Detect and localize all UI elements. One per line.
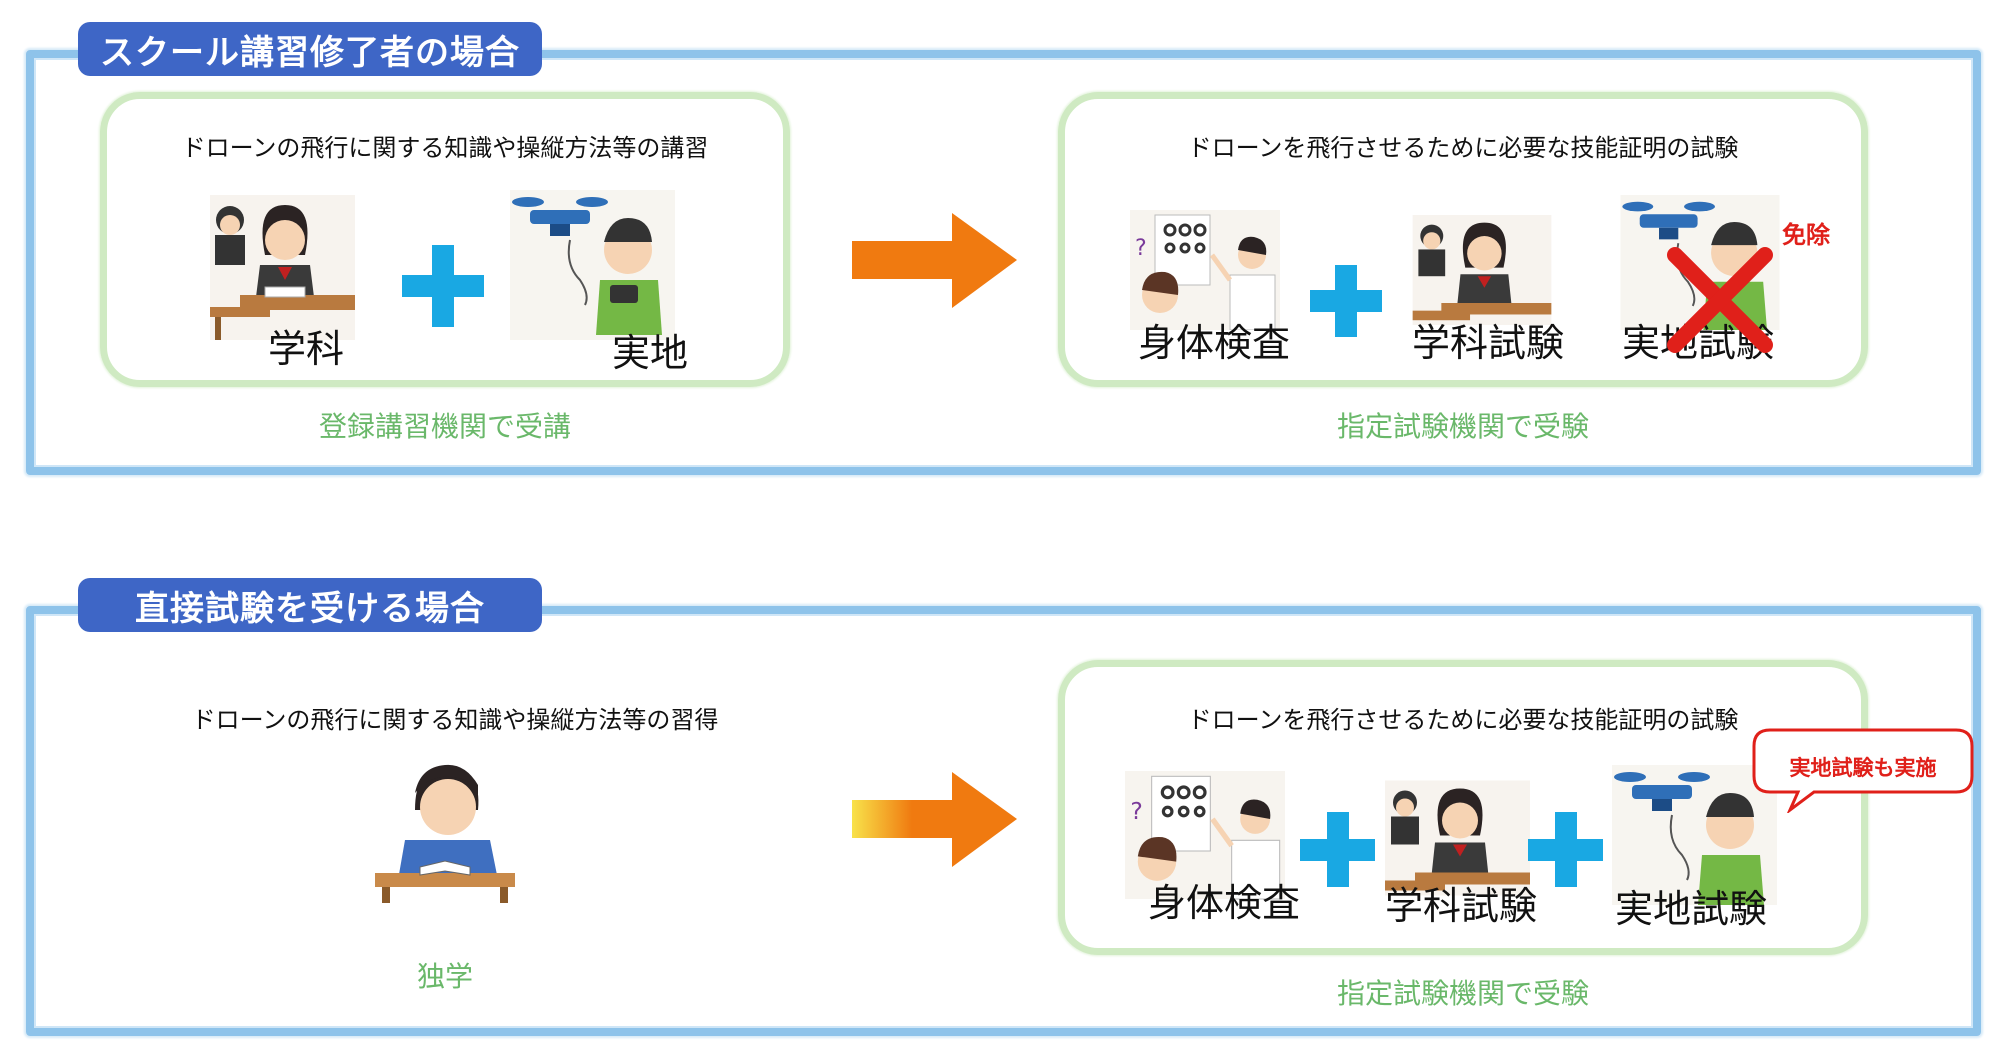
section2-title: 直接試験を受ける場合 bbox=[78, 578, 542, 632]
student-illustration bbox=[1412, 215, 1552, 325]
exam-heading: ドローンを飛行させるために必要な技能証明の試験 bbox=[1187, 134, 1739, 162]
lecture-heading: ドローンの飛行に関する知識や操縦方法等の講習 bbox=[181, 134, 709, 162]
self-study-footer: 独学 bbox=[416, 960, 473, 993]
caption-academic-exam: 学科試験 bbox=[1412, 321, 1565, 365]
eye-exam-illustration: ? bbox=[1130, 210, 1280, 330]
callout-text: 実地試験も実施 bbox=[1789, 756, 1937, 780]
svg-text:?: ? bbox=[1135, 236, 1147, 261]
eye-exam-illustration: ? bbox=[1125, 771, 1285, 900]
callout-bubble bbox=[1752, 728, 1974, 813]
caption-academic: 学科 bbox=[268, 327, 345, 371]
plus-icon bbox=[402, 245, 484, 327]
registered-training-footer: 登録講習機関で受講 bbox=[318, 410, 571, 443]
section-school-graduate bbox=[26, 50, 1981, 475]
lecture-box bbox=[100, 92, 790, 387]
drone-operator-illustration bbox=[1620, 195, 1780, 330]
student-illustration bbox=[210, 195, 355, 340]
designated-exam-footer: 指定試験機関で受験 bbox=[1336, 410, 1589, 443]
svg-text:?: ? bbox=[1130, 797, 1142, 825]
section-direct-exam bbox=[26, 606, 1981, 1036]
exam-heading: ドローンを飛行させるために必要な技能証明の試験 bbox=[1187, 706, 1739, 734]
caption-physical-exam: 身体検査 bbox=[1138, 321, 1291, 365]
caption-practical-exam: 実地試験 bbox=[1615, 887, 1768, 931]
exam-box bbox=[1058, 660, 1868, 955]
drone-operator-illustration bbox=[1612, 765, 1777, 905]
plus-icon bbox=[1310, 265, 1382, 337]
exempt-label: 免除 bbox=[1782, 221, 1830, 249]
caption-academic-exam: 学科試験 bbox=[1385, 884, 1538, 928]
section1-title: スクール講習修了者の場合 bbox=[78, 22, 542, 76]
self-study-heading: ドローンの飛行に関する知識や操縦方法等の習得 bbox=[191, 706, 719, 734]
plus-icon bbox=[1528, 812, 1603, 887]
plus-icon bbox=[1300, 812, 1375, 887]
caption-practical: 実地 bbox=[612, 331, 689, 375]
caption-physical-exam: 身体検査 bbox=[1148, 881, 1301, 925]
orange-arrow-icon bbox=[852, 213, 1017, 308]
orange-arrow-icon bbox=[852, 772, 1017, 867]
student-illustration bbox=[1385, 780, 1530, 896]
designated-exam-footer: 指定試験機関で受験 bbox=[1336, 977, 1589, 1010]
exam-box bbox=[1058, 92, 1868, 387]
red-x-icon bbox=[1667, 247, 1773, 353]
drone-operator-illustration bbox=[510, 190, 675, 340]
self-study-illustration bbox=[375, 764, 515, 903]
